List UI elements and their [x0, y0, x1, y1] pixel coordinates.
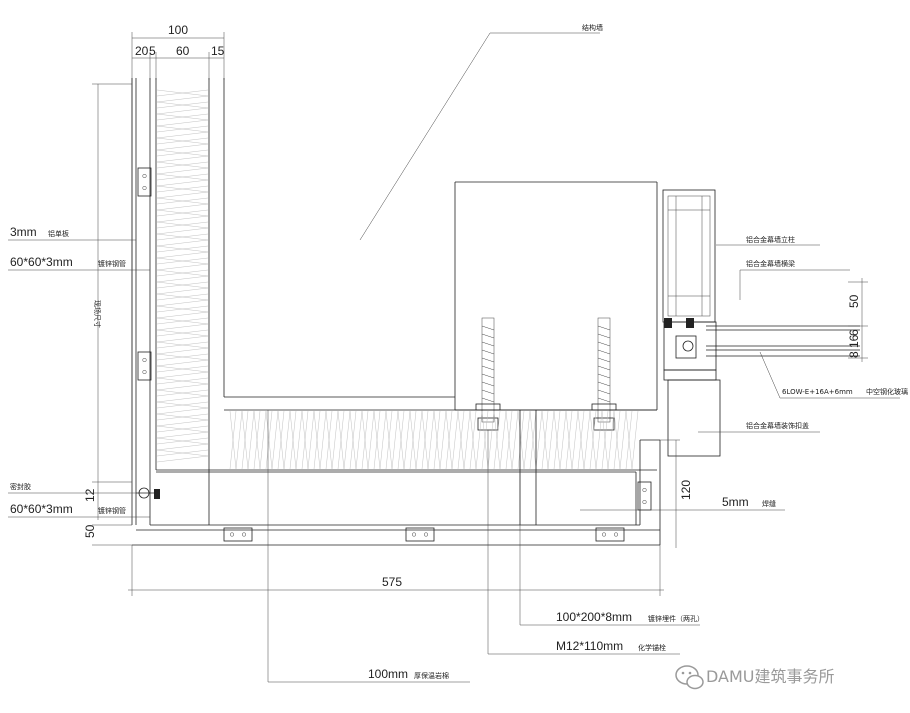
label-embed-plate: 100*200*8mm 镀锌埋件（两孔） [519, 470, 704, 626]
left-bracket-lower [137, 351, 152, 381]
label-steel-tube-2-size: 60*60*3mm [10, 502, 73, 516]
sealant-joint [136, 487, 160, 499]
top-dimension-chain: 100 20 5 60 15 [131, 23, 225, 470]
dim-top-a: 20 [135, 44, 149, 58]
label-insulation: 100mm 厚保温岩棉 [267, 410, 470, 683]
wechat-icon [675, 665, 704, 690]
watermark-text: DAMU建筑事务所 [706, 667, 835, 686]
label-transom: 铝合金幕墙横梁 [739, 259, 850, 300]
label-steel-tube-1-text: 镀锌钢管 [98, 259, 126, 268]
label-aluminum-panel-size: 3mm [10, 225, 37, 239]
label-steel-tube-2-text: 镀锌钢管 [98, 506, 126, 515]
bottom-bracket-1 [223, 527, 253, 542]
label-embed-plate-size: 100*200*8mm [556, 610, 632, 624]
bottom-bracket-3 [595, 527, 625, 542]
label-cover-plate: 铝合金幕墙装饰扣盖 [698, 421, 820, 433]
label-insulation-size: 100mm [368, 667, 408, 681]
dim-right-16: 16 [847, 334, 861, 348]
insulation-vertical [156, 89, 209, 463]
dim-top-c: 60 [176, 44, 190, 58]
label-anchor-size: M12*110mm [556, 639, 623, 653]
label-sealant-text: 密封胶 [10, 482, 31, 491]
label-site-dimension: 现场尺寸 [93, 300, 102, 328]
curtain-wall-mullion [662, 189, 721, 457]
dim-right-50: 50 [847, 294, 861, 308]
label-cover-plate-text: 铝合金幕墙装饰扣盖 [746, 421, 809, 430]
dim-right-8: 8 [847, 351, 861, 358]
left-dimension-bottom: 12 50 [83, 481, 132, 546]
label-glass-size: 6LOW-E+16A+6mm [782, 388, 853, 396]
label-steel-tube-upper: 60*60*3mm 镀锌钢管 [8, 255, 150, 271]
label-aluminum-panel-text: 铝单板 [48, 229, 69, 238]
bottom-bracket-2 [405, 527, 435, 542]
label-insulation-text: 厚保温岩棉 [414, 671, 449, 680]
label-mullion: 铝合金幕墙立柱 [716, 235, 820, 246]
watermark: DAMU建筑事务所 [675, 665, 835, 690]
dim-left-50: 50 [83, 524, 97, 538]
bottom-insulation [156, 409, 657, 471]
dim-top-d: 15 [211, 44, 225, 58]
right-dimension-chain: 50 6 16 8 120 [660, 278, 868, 548]
label-vertical-note: 现场尺寸 [93, 300, 102, 328]
label-glazing: 6LOW-E+16A+6mm 中空钢化玻璃 [759, 351, 908, 399]
dim-right-6: 6 [847, 329, 861, 336]
label-anchor-text: 化学锚栓 [638, 643, 666, 652]
dim-left-12: 12 [83, 488, 97, 502]
left-cladding [92, 78, 225, 525]
label-anchor: M12*110mm 化学锚栓 [487, 430, 680, 655]
label-structural-wall: 结构墙 [359, 23, 603, 241]
label-aluminum-panel: 3mm 铝单板 [8, 225, 136, 241]
dim-bottom-575: 575 [382, 575, 402, 589]
label-weld-size: 5mm [722, 495, 749, 509]
label-mullion-text: 铝合金幕墙立柱 [746, 235, 795, 244]
label-weld: 5mm 焊缝 [580, 495, 785, 511]
label-steel-tube-lower: 60*60*3mm 镀锌钢管 [8, 502, 150, 518]
label-transom-text: 铝合金幕墙横梁 [746, 259, 795, 268]
dim-top-b: 5 [149, 44, 156, 58]
structural-wall [224, 181, 658, 411]
label-sealant: 密封胶 [8, 482, 136, 494]
left-bracket-upper [137, 167, 152, 197]
dim-top-total: 100 [168, 23, 188, 37]
label-glass-text: 中空钢化玻璃 [866, 387, 908, 396]
label-weld-text: 焊缝 [762, 499, 776, 508]
label-steel-tube-1-size: 60*60*3mm [10, 255, 73, 269]
dim-right-120: 120 [679, 480, 693, 500]
bottom-dimension-575: 575 [128, 545, 664, 596]
label-embed-plate-text: 镀锌埋件（两孔） [648, 614, 704, 623]
label-structural-wall-text: 结构墙 [582, 23, 603, 32]
chemical-anchor-left [475, 317, 501, 431]
bottom-cladding [132, 410, 661, 546]
glazing-unit [706, 325, 860, 357]
